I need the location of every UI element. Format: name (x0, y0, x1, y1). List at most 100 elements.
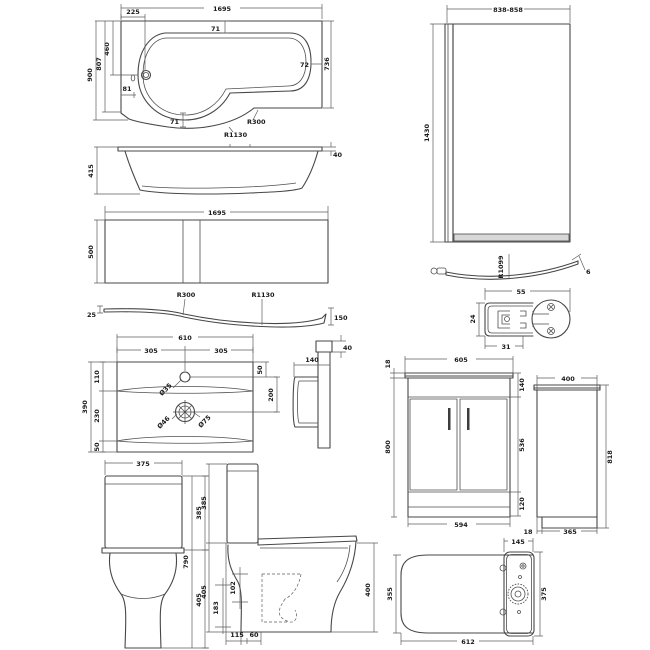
cistern-plan (503, 551, 535, 637)
cistern-side (226, 463, 259, 544)
dim-vanity-height: 800 (384, 440, 392, 454)
pedestal-front (108, 552, 178, 649)
dim-tap-set: 50 (256, 365, 264, 375)
dim-basin-230: 230 (93, 409, 101, 423)
bath-tub-profile (124, 150, 319, 195)
toilet-front-view: 375 790 385 405 (101, 460, 209, 649)
waste-cross (173, 400, 197, 424)
dim-plan-375: 375 (540, 587, 548, 601)
dim-screen-width: 838-858 (493, 6, 523, 14)
dim-807: 807 (95, 57, 103, 71)
screen-wall-profile (444, 23, 454, 243)
basin-apron (317, 351, 331, 449)
glass-slot (532, 311, 549, 327)
screen-bottom-seal (453, 233, 570, 242)
dim-set-115: 115 (230, 631, 244, 639)
dim-900: 900 (86, 68, 94, 82)
toilet-plan-view: 145 355 375 612 (386, 538, 548, 646)
bowl-underside (336, 544, 351, 583)
screen-profile-detail: 55 24 31 (469, 288, 571, 351)
dim-seat-height: 400 (364, 583, 372, 597)
bath-outer-shell (120, 20, 323, 129)
dim-vanity-140: 140 (518, 378, 526, 392)
basin-side-view: 140 40 (292, 335, 353, 449)
bracket-screw (504, 316, 510, 322)
dim-set-60: 60 (249, 631, 259, 639)
panel-face (104, 219, 329, 284)
basin-back-lip (116, 436, 254, 444)
channel-bracket (497, 310, 510, 329)
dim-plinth-18: 18 (523, 528, 533, 536)
dim-vanity-cab-width: 594 (454, 521, 468, 529)
vanity-side-plinth (541, 516, 598, 529)
cistern-front (104, 475, 183, 549)
dim-profile-width: 55 (516, 288, 526, 296)
dim-rim-right: 72 (300, 61, 309, 69)
vanity-door-right (459, 398, 508, 491)
dim-basin-half-right: 305 (214, 347, 228, 355)
dim-bath-height: 415 (87, 164, 95, 178)
dim-rim-top: 71 (211, 25, 221, 33)
dim-toilet-width: 375 (136, 460, 150, 468)
dim-r1130: R1130 (224, 131, 248, 139)
vanity-handle-right (467, 408, 470, 430)
dim-panel-r300: R300 (177, 291, 196, 299)
dim-plan-355: 355 (386, 587, 394, 601)
dim-outlet-183: 183 (212, 601, 220, 615)
screen-glass-arc (445, 260, 579, 280)
vanity-countertop (404, 372, 514, 379)
dim-rim-left: 81 (122, 85, 132, 93)
screen-glass (452, 23, 571, 243)
dim-base-365: 365 (563, 528, 577, 536)
bowl-rim-curve (120, 593, 166, 599)
dim-basin-140: 140 (305, 356, 319, 364)
bath-panel-front-view: 1695 500 (87, 206, 329, 284)
dim-waste-75: Ø75 (197, 413, 213, 429)
overflow-hole (130, 74, 136, 82)
dim-waste-46: Ø46 (156, 414, 172, 430)
dim-panel-height: 500 (87, 245, 95, 259)
dim-vanity-depth: 400 (561, 375, 575, 383)
dim-glass-thickness: 6 (586, 268, 591, 276)
dim-rim-bottom: 71 (170, 118, 180, 126)
tap-hole (140, 69, 152, 81)
dim-panel-edge: 25 (87, 311, 97, 319)
dim-side-bowl: 405 (200, 585, 208, 599)
shower-screen-plan-curve: R1099 6 (430, 253, 591, 280)
dim-basin-lip: 40 (343, 344, 353, 352)
dim-panel-end: 150 (334, 314, 348, 322)
dim-460: 460 (103, 42, 111, 56)
hinge-boss-top (499, 564, 507, 572)
dim-panel-width: 1695 (208, 209, 227, 217)
vanity-side-counter (533, 384, 601, 391)
dim-counter-18: 18 (384, 359, 392, 369)
flush-button (510, 586, 526, 602)
bath-rim (117, 146, 323, 152)
dim-plan-length: 612 (461, 638, 475, 646)
dim-side-cistern: 385 (200, 496, 208, 510)
dim-vanity-536: 536 (518, 438, 526, 452)
dim-basin-50b: 50 (93, 442, 101, 452)
dim-bath-rim: 40 (333, 151, 343, 159)
cistern-plan-inner (506, 554, 532, 634)
bath-tub-bottom (141, 182, 297, 189)
dim-screen-height: 1430 (423, 123, 431, 142)
bath-bowl-outer (137, 32, 312, 121)
dim-vanity-120: 120 (518, 497, 526, 511)
vanity-side-view: 400 818 18 365 (523, 375, 614, 536)
dim-basin-110: 110 (93, 370, 101, 384)
dim-736: 736 (323, 57, 331, 71)
bath-panel-curve-profile: 25 R300 R1130 150 (87, 291, 348, 328)
dim-r300: R300 (247, 118, 266, 126)
dim-basin-half-left: 305 (144, 347, 158, 355)
pan-side-profile (227, 540, 357, 633)
fitting-hole-top-center (521, 564, 525, 568)
dim-bath-length: 1695 (213, 5, 232, 13)
tap-hole-inner (142, 72, 149, 79)
pan-plan-outline (400, 554, 534, 634)
basin-bowl-inner (297, 380, 318, 424)
dim-vanity-side-height: 818 (606, 450, 614, 464)
basin-lip (315, 340, 333, 353)
